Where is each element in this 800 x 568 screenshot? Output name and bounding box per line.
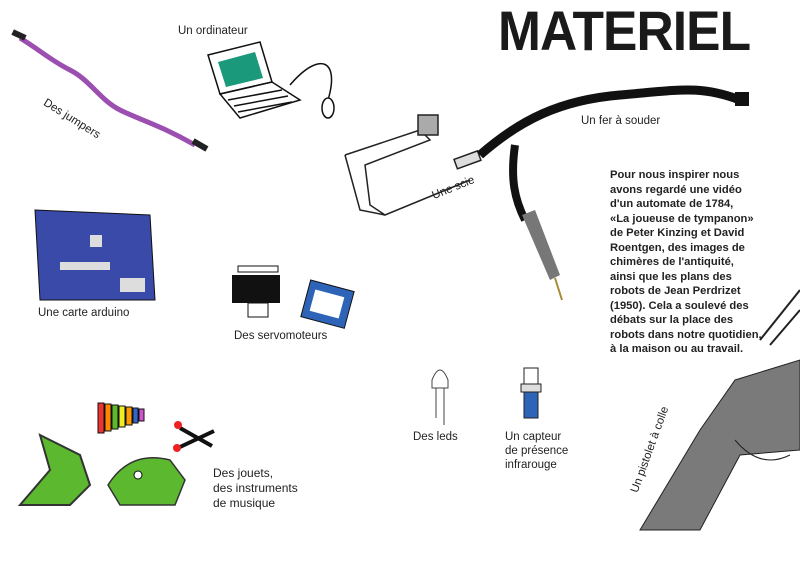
jumpers-drawing [11, 29, 209, 152]
servos-drawing [232, 265, 355, 329]
label-soldering-iron: Un fer à souder [581, 115, 661, 127]
xylophone [97, 402, 145, 434]
label-ir-sensor: Un capteur de présence infrarouge [505, 430, 568, 472]
page-title: MATERIEL [498, 0, 751, 62]
paragraph-line: chimères de l'antiquité, [610, 256, 734, 268]
label-line: Des jouets, [213, 466, 274, 480]
soldering-iron-drawing [477, 85, 749, 301]
label-line: infrarouge [505, 459, 557, 471]
label-computer: Un ordinateur [178, 25, 248, 37]
paragraph-line: d'un automate de 1784, [610, 198, 734, 210]
saw-drawing [344, 114, 482, 216]
label-line: de musique [213, 496, 276, 510]
computer-drawing [207, 41, 335, 119]
label-line: de présence [505, 445, 569, 457]
label-arduino: Une carte arduino [38, 307, 130, 319]
mallets [173, 421, 215, 452]
paragraph-line: Pour nous inspirer nous [610, 169, 740, 181]
paragraph-line: de Peter Kinzing et David [610, 227, 745, 239]
paragraph-line: (1950). Cela a soulevé des [610, 299, 749, 312]
paragraph-line: robots de Jean Perdrizet [610, 285, 741, 297]
glue-gun-drawing [639, 289, 800, 531]
description-paragraph: Pour nous inspirer nous avons regardé un… [610, 168, 762, 357]
label-toys: Des jouets, des instruments de musique [213, 466, 298, 511]
label-leds: Des leds [413, 431, 458, 443]
paragraph-line: «La joueuse de tympanon» [610, 212, 754, 225]
leds-drawing [431, 369, 449, 425]
arduino-drawing [34, 209, 156, 301]
paragraph-line: robots dans notre quotidien, [610, 328, 762, 341]
paragraph-line: débats sur la place des [610, 314, 734, 326]
paragraph-line: avons regardé une vidéo [610, 183, 742, 196]
toys-drawing [17, 402, 215, 506]
label-servos: Des servomoteurs [234, 330, 328, 342]
label-line: Un capteur [505, 431, 562, 443]
paragraph-line: ainsi que les plans des [610, 270, 732, 283]
paragraph-line: à la maison ou au travail. [610, 343, 744, 355]
ir-sensor-drawing [520, 367, 542, 419]
label-line: des instruments [213, 481, 298, 495]
paragraph-line: Roentgen, des images de [610, 241, 745, 254]
